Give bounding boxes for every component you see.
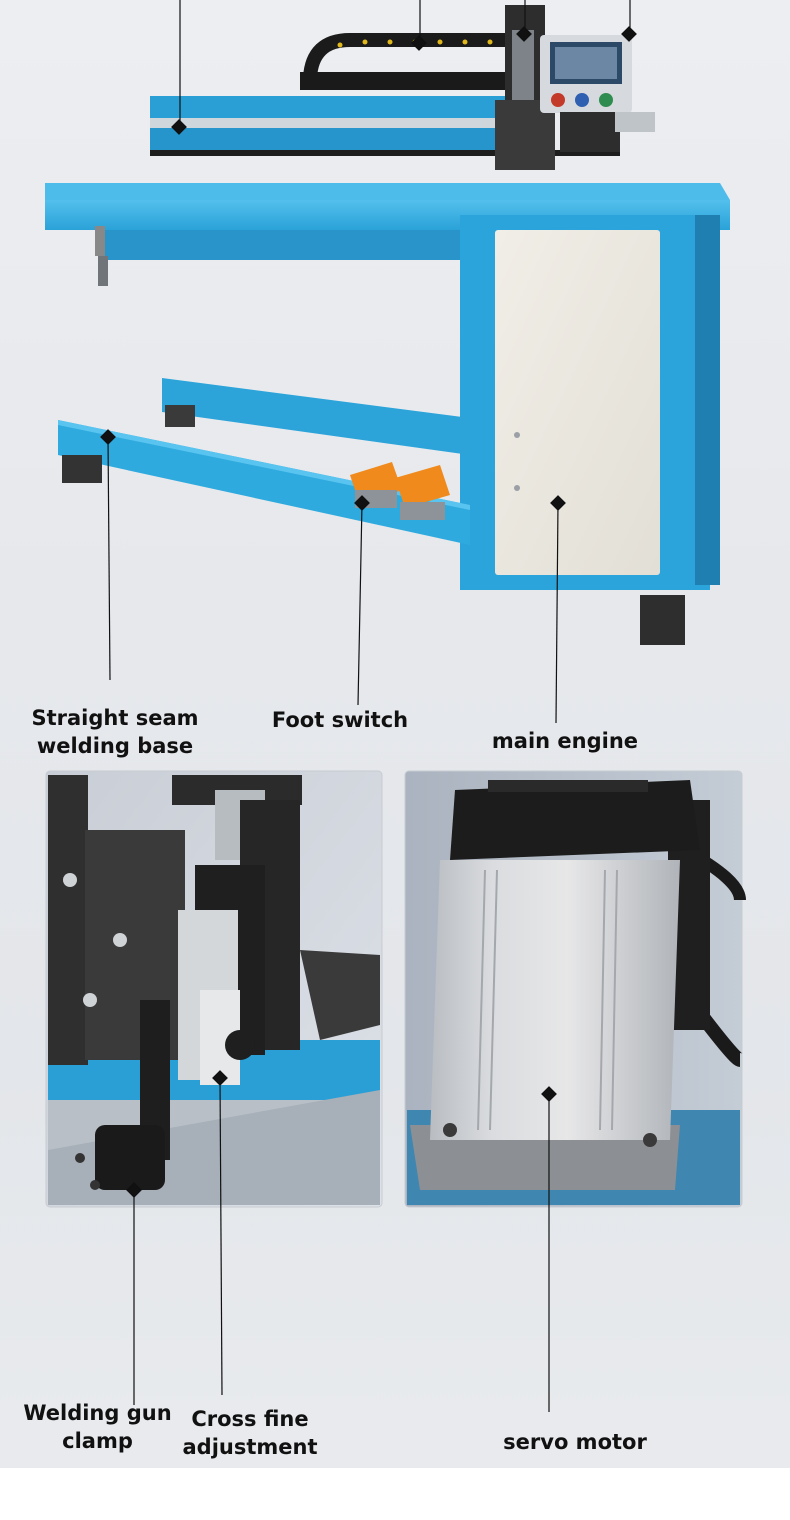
cross-adjust-label: Cross fine adjustment xyxy=(182,1407,318,1459)
servo-motor-label: servo motor xyxy=(503,1430,647,1454)
torch-clamp-photo xyxy=(45,770,383,1208)
bottom-strip xyxy=(0,1468,790,1520)
foot-pedals xyxy=(350,462,450,520)
foot-switch-label: Foot switch xyxy=(271,708,409,732)
servo-motor-photo xyxy=(404,770,746,1208)
welding-base-label: Straight seam welding base xyxy=(31,706,199,758)
main-engine-label: main engine xyxy=(491,729,639,753)
leader-lines-bottom xyxy=(126,1070,557,1412)
welding-machine xyxy=(45,5,730,645)
leader-lines-top xyxy=(100,0,637,724)
gun-clamp-label: Welding gun clamp xyxy=(23,1401,172,1453)
